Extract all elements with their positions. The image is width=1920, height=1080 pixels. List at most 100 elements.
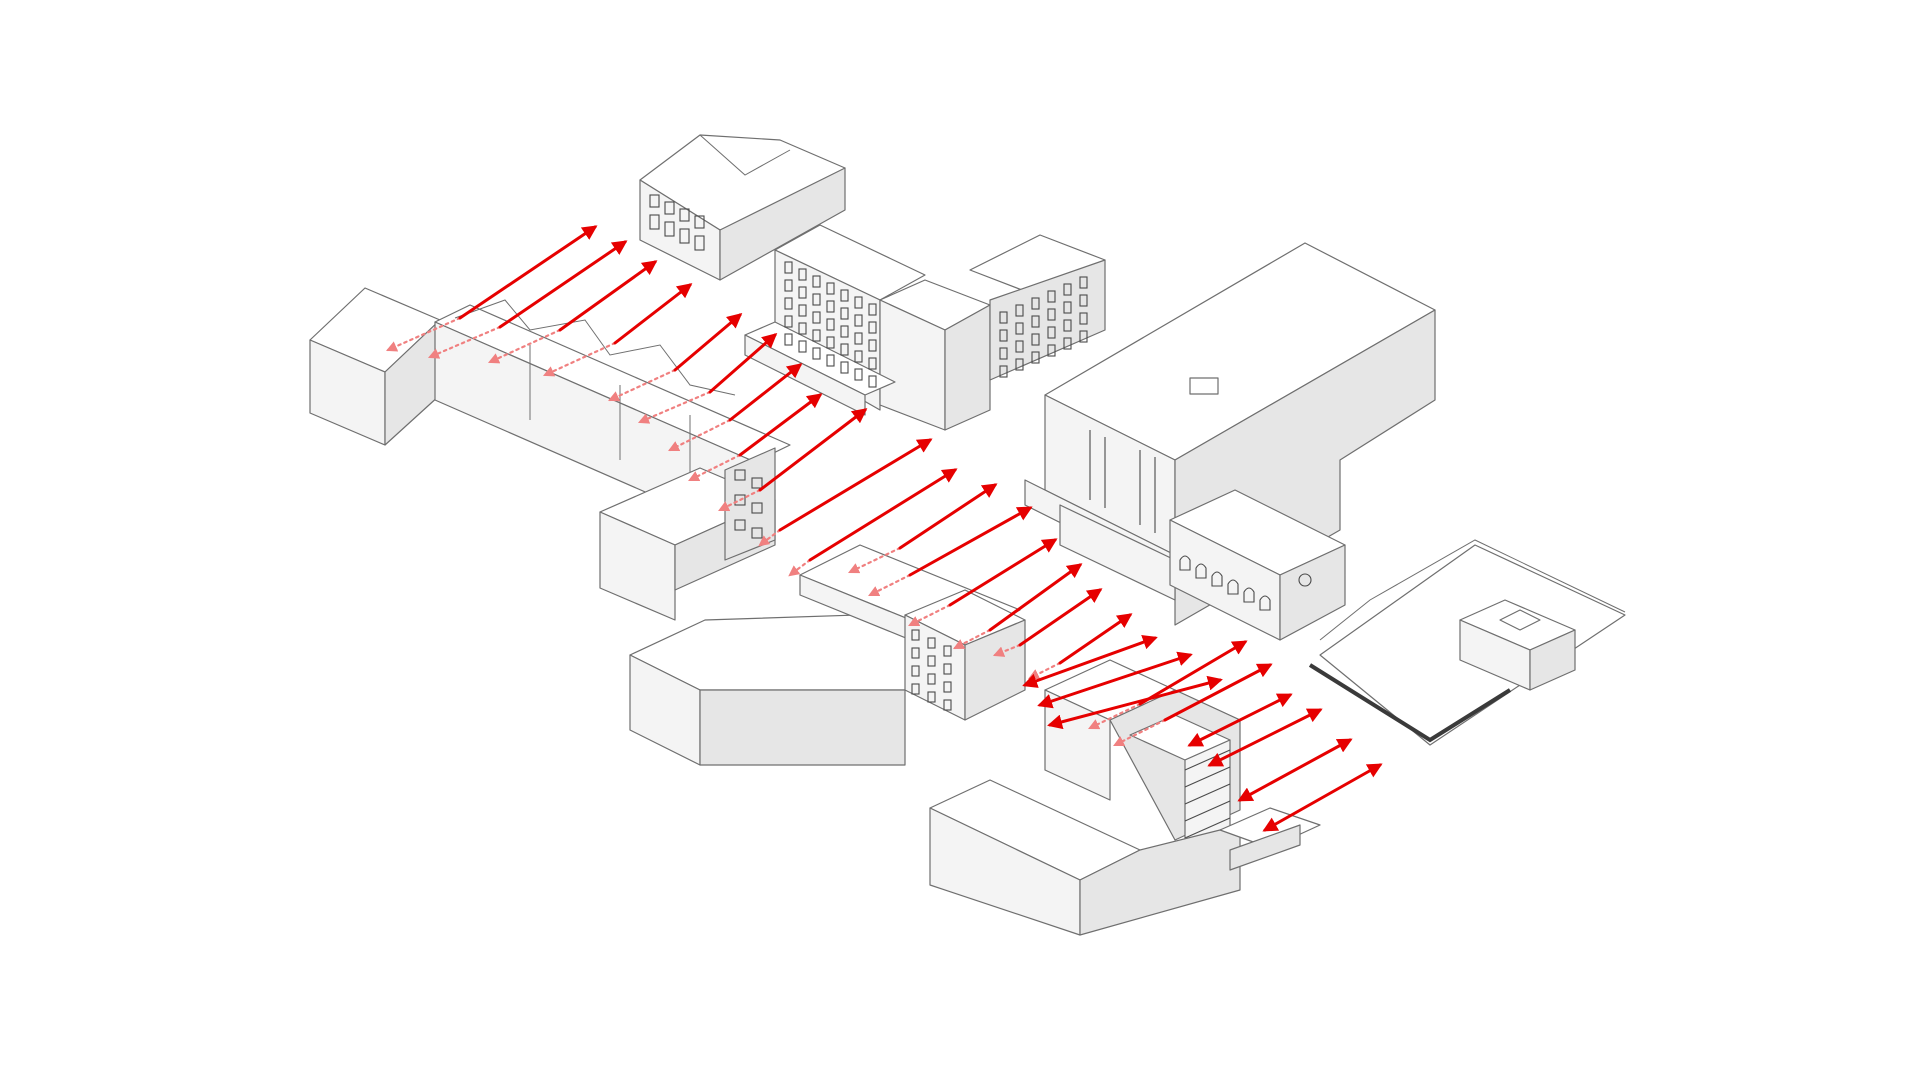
villa-arched-windows (1179, 555, 1271, 611)
obstructed-sightline (758, 528, 782, 547)
building-historic-villa (1169, 489, 1346, 641)
window-icon (1015, 358, 1024, 371)
window-icon (1031, 333, 1040, 346)
window-icon (999, 365, 1008, 378)
window-icon (943, 681, 952, 693)
window-icon (1015, 340, 1024, 353)
building-center-complex (744, 224, 1106, 431)
window-icon (826, 354, 835, 367)
window-icon (911, 665, 920, 677)
lower-left-tower-side (964, 619, 1026, 721)
obstructed-sightline (385, 316, 462, 352)
visible-sightline (1163, 663, 1273, 722)
obstructed-sightline (427, 325, 502, 359)
historic-top-side (719, 167, 846, 281)
courtyard-wall-upper (1319, 539, 1626, 641)
window-icon (943, 645, 952, 657)
window-icon (868, 357, 877, 370)
window-icon (868, 339, 877, 352)
sightline-arrow (868, 506, 1033, 597)
window-icon (812, 329, 821, 342)
window-icon (826, 318, 835, 331)
sightline-arrow (385, 225, 598, 352)
window-icon (854, 350, 863, 363)
obstructed-sightline (788, 558, 812, 577)
obstructed-sightline (992, 643, 1022, 657)
window-icon (1031, 351, 1040, 364)
bottom-canopy-support (1229, 824, 1301, 871)
window-icon (798, 286, 807, 299)
window-icon (927, 691, 936, 703)
center-pavilion-side (944, 304, 991, 431)
window-icon (999, 347, 1008, 360)
window-icon (798, 268, 807, 281)
villa-clock-icon (1298, 573, 1312, 587)
visible-sightline (988, 563, 1083, 632)
building-fenced-pavilion (1308, 539, 1626, 746)
pavilion-cupola (1499, 609, 1541, 631)
sightline-arrow (1207, 708, 1323, 767)
balcony-rail (1184, 783, 1231, 805)
obstructed-sightline (688, 453, 742, 482)
window-icon (826, 336, 835, 349)
window-icon (812, 293, 821, 306)
window-icon (1063, 337, 1072, 350)
window-icon (1047, 326, 1056, 339)
building-left-row (309, 287, 791, 621)
window-icon (911, 647, 920, 659)
window-icon (1063, 301, 1072, 314)
sightline-arrow (1088, 640, 1248, 730)
visible-sightline (613, 283, 693, 345)
window-icon (1079, 312, 1088, 325)
lower-left-side (699, 689, 906, 766)
large-block-window-column (1089, 430, 1156, 533)
window-icon (1047, 344, 1056, 357)
window-icon (826, 300, 835, 313)
window-icon (784, 333, 793, 346)
window-icon (1047, 290, 1056, 303)
window-icon (927, 637, 936, 649)
sightline-arrow (1262, 763, 1383, 832)
window-icon (826, 282, 835, 295)
visible-sightline (898, 483, 998, 550)
window-icon (911, 629, 920, 641)
villa-side (1279, 544, 1346, 641)
window-icon (784, 297, 793, 310)
window-icon (1079, 294, 1088, 307)
window-icon (840, 361, 849, 374)
window-icon (999, 311, 1008, 324)
window-icon (812, 311, 821, 324)
visible-sightline (1207, 708, 1323, 767)
window-icon (1063, 319, 1072, 332)
sightline-arrow (1047, 675, 1223, 730)
sightline-arrow (637, 333, 778, 424)
obstructed-sightline (1088, 702, 1142, 730)
window-icon (1079, 276, 1088, 289)
window-icon (798, 340, 807, 353)
window-icon (1047, 308, 1056, 321)
obstructed-sightline (848, 546, 902, 574)
sightline-arrow (542, 283, 693, 377)
window-icon (798, 322, 807, 335)
window-icon (854, 368, 863, 381)
sightline-arrow (668, 363, 803, 452)
window-icon (854, 314, 863, 327)
obstructed-sightline (637, 390, 712, 424)
sightline-arrow (427, 240, 628, 359)
sightline-arrows (385, 225, 1383, 832)
visible-sightline (738, 393, 823, 457)
window-icon (1063, 283, 1072, 296)
sightline-arrow (718, 408, 868, 512)
window-icon (812, 275, 821, 288)
obstructed-sightline (718, 488, 762, 512)
window-icon (1015, 322, 1024, 335)
visible-sightline (498, 240, 628, 329)
sightline-arrow (688, 393, 823, 482)
window-icon (868, 321, 877, 334)
window-icon (1031, 297, 1040, 310)
obstructed-sightline (953, 628, 992, 650)
sightline-arrow (608, 313, 743, 402)
building-b-front (599, 511, 676, 621)
sightline-arrow (1113, 663, 1273, 747)
